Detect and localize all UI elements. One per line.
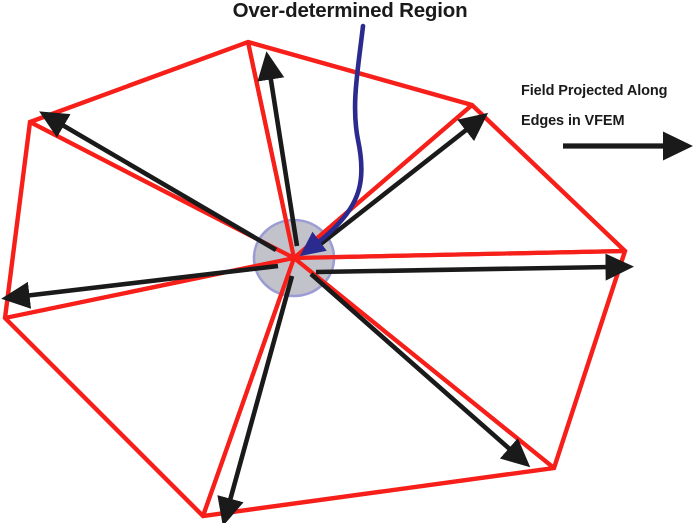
page-title: Over-determined Region <box>233 0 468 22</box>
field-arrow-northeast <box>311 112 489 252</box>
spoke-east <box>293 248 626 261</box>
field-arrow-northwest <box>39 111 278 252</box>
field-arrow-southwest <box>1 263 279 309</box>
spoke-north <box>245 41 297 259</box>
mesh-spokes-overlay <box>4 41 626 517</box>
field-arrow-southeast <box>309 272 531 468</box>
field-arrow-east <box>315 253 634 281</box>
field-arrow-south <box>217 275 295 523</box>
field-arrow-north <box>257 51 300 247</box>
spoke-northeast <box>292 103 474 260</box>
over-determined-region-pointer <box>299 23 366 257</box>
outer-boundary-path <box>2 39 628 519</box>
spoke-south <box>201 257 296 517</box>
legend-line-1: Field Projected Along <box>521 83 667 99</box>
legend: Field Projected Along Edges in VFEM <box>521 83 693 161</box>
legend-line-2: Edges in VFEM <box>521 113 624 129</box>
mesh-outer-boundary <box>2 39 628 519</box>
field-projection-arrows <box>1 51 634 523</box>
spoke-southeast <box>292 256 556 470</box>
